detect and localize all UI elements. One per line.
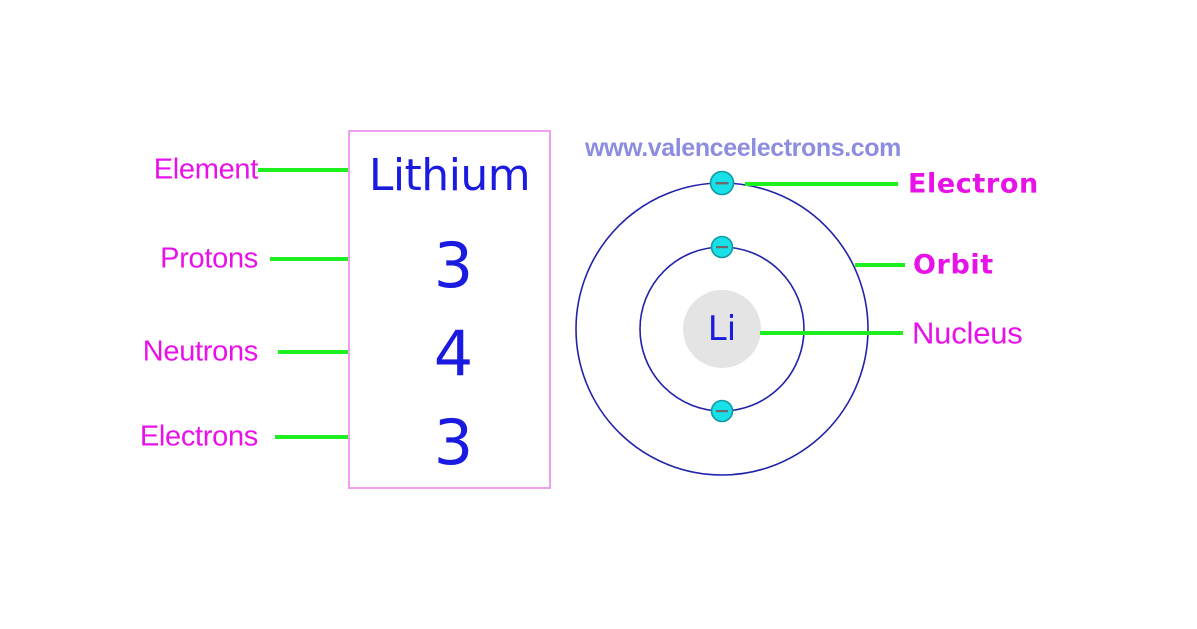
leader-line-protons	[270, 257, 348, 261]
nucleus-symbol: Li	[707, 309, 737, 349]
electron-count-text: 3	[433, 406, 474, 479]
leader-line-element	[258, 168, 348, 172]
neutron-count-text: 4	[433, 317, 474, 390]
nucleus-circle	[683, 290, 761, 368]
watermark-url: www.valenceelectrons.com	[585, 134, 901, 162]
element-info-box: Lithium 3 4 3	[348, 130, 551, 489]
left-label-neutrons: Neutrons	[142, 335, 259, 368]
leader-line-electrons	[275, 435, 348, 439]
leader-line-electron	[745, 182, 898, 186]
leader-line-neutrons	[278, 350, 348, 354]
right-label-nucleus: Nucleus	[912, 315, 1023, 351]
left-label-electrons: Electrons	[139, 420, 258, 453]
bohr-model-diagram: Li	[555, 162, 895, 502]
right-label-orbit: Orbit	[913, 249, 994, 281]
element-name-text: Lithium	[368, 150, 531, 201]
leader-line-nucleus	[760, 331, 903, 335]
right-label-electron: Electron	[908, 168, 1039, 200]
left-label-element: Element	[153, 153, 259, 186]
electron-shell2-top	[708, 169, 736, 197]
proton-count-text: 3	[433, 229, 474, 302]
left-label-protons: Protons	[160, 242, 258, 275]
electron-shell1-top	[709, 234, 735, 260]
electron-shell1-bottom	[709, 398, 735, 424]
leader-line-orbit	[855, 263, 905, 267]
